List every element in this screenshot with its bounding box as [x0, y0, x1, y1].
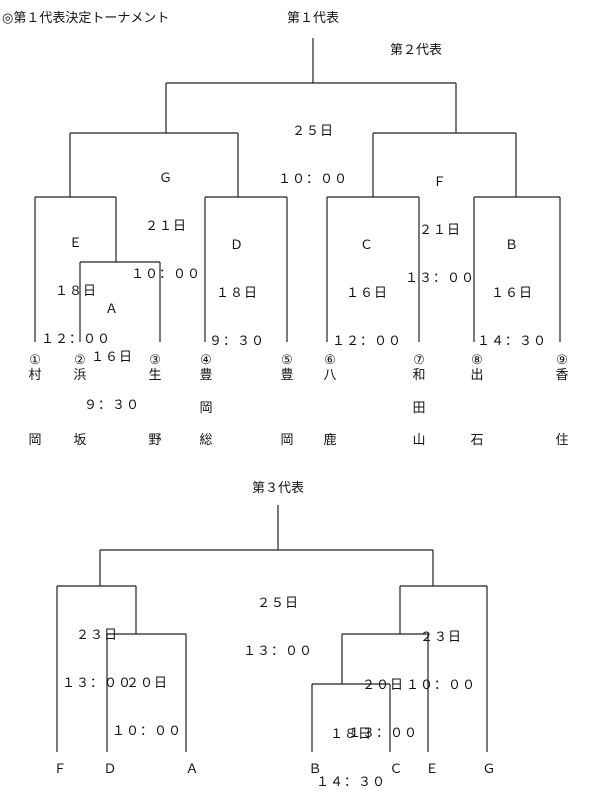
t1-match-b: Ｂ １６日 １４：３０ — [477, 206, 547, 366]
t3-entrant-g: Ｇ — [482, 762, 496, 777]
team-6-name-line3: 鹿 — [323, 433, 337, 448]
team-3-name-line1: 生 — [148, 368, 162, 383]
match-date: ２０日 — [125, 676, 169, 691]
match-date: １８日 — [54, 284, 98, 299]
t3-entrant-c: Ｃ — [389, 762, 403, 777]
team-4-name-line3: 総 — [199, 433, 213, 448]
team-9-name-line1: 香 — [555, 368, 569, 383]
t1-match-f: Ｆ ２１日 １３：００ — [405, 143, 475, 303]
t3-entrant-b: Ｂ — [308, 762, 322, 777]
match-time: １３：００ — [404, 271, 476, 286]
t1-match-d: Ｄ １８日 ９：３０ — [209, 206, 265, 366]
t3-left-quarter: ２０日 １０：００ — [112, 644, 182, 756]
first-representative-label: 第１代表 — [286, 11, 340, 26]
match-time: １２：００ — [40, 332, 112, 347]
bracket-lines — [34, 38, 561, 752]
match-label: Ｇ — [158, 171, 174, 186]
team-1-name-line3: 岡 — [28, 433, 42, 448]
match-time: １０：００ — [405, 678, 477, 693]
match-date: ２３日 — [419, 630, 463, 645]
team-8-name-line1: 出 — [470, 368, 484, 383]
team-5-name-line1: 豊 — [280, 368, 294, 383]
t3-entrant-f: Ｆ — [53, 762, 67, 777]
document-title: ◎第１代表決定トーナメント — [2, 11, 170, 26]
team-8-number: ⑧ — [471, 353, 483, 368]
t1-match-a: Ａ １６日 ９：３０ — [84, 270, 140, 430]
match-time: １０：００ — [111, 724, 183, 739]
team-7-name-line2: 田 — [412, 401, 426, 416]
match-time: １３：００ — [61, 676, 133, 691]
match-label: Ｅ — [68, 236, 84, 251]
match-date: １８日 — [329, 727, 373, 742]
match-date: １６日 — [90, 350, 134, 365]
team-9-name-line3: 住 — [555, 433, 569, 448]
t1-match-g: Ｇ ２１日 １０：００ — [131, 139, 201, 299]
team-7-name-line3: 山 — [412, 433, 426, 448]
team-4-number: ④ — [200, 353, 212, 368]
third-representative-label: 第３代表 — [251, 481, 305, 496]
match-date: ２１日 — [418, 223, 462, 238]
team-5-name-line3: 岡 — [280, 433, 294, 448]
match-time: １４：３０ — [476, 334, 548, 349]
team-6-name-line1: 八 — [323, 368, 337, 383]
team-8-name-line3: 石 — [470, 433, 484, 448]
match-date: １６日 — [490, 286, 534, 301]
t3-left-semi: ２３日 １３：００ — [62, 596, 132, 708]
team-4-name-line2: 岡 — [199, 401, 213, 416]
t3-entrant-e: Ｅ — [425, 762, 439, 777]
team-1-number: ① — [29, 353, 41, 368]
match-date: ２０日 — [361, 678, 405, 693]
match-date: ２５日 — [256, 596, 300, 611]
t3-right-semi: ２３日 １０：００ — [406, 598, 476, 710]
match-time: １３：００ — [242, 644, 314, 659]
t3-right-first-round: １８日 １４：３０ — [316, 695, 386, 807]
t1-match-c: Ｃ １６日 １２：００ — [332, 206, 402, 366]
t1-final-match: ２５日 １０：００ — [278, 92, 348, 204]
match-time: １３：００ — [347, 726, 419, 741]
t3-final-match: ２５日 １３：００ — [243, 564, 313, 676]
match-label: Ａ — [104, 302, 120, 317]
team-1-name-line1: 村 — [28, 368, 42, 383]
team-2-number: ② — [74, 353, 86, 368]
match-label: Ｃ — [359, 238, 375, 253]
match-date: ２３日 — [75, 628, 119, 643]
t3-entrant-d: Ｄ — [103, 762, 117, 777]
match-date: ２１日 — [144, 219, 188, 234]
match-time: １０：００ — [130, 267, 202, 282]
match-label: Ｂ — [504, 238, 520, 253]
match-time: １２：００ — [331, 334, 403, 349]
match-time: ９：３０ — [208, 334, 266, 349]
match-time: １４：３０ — [315, 775, 387, 790]
team-3-name-line3: 野 — [148, 433, 162, 448]
match-time: ９：３０ — [83, 398, 141, 413]
match-date: １８日 — [215, 286, 259, 301]
team-2-name-line1: 浜 — [73, 368, 87, 383]
t1-match-e: Ｅ １８日 １２：００ — [41, 204, 111, 364]
match-date: １６日 — [345, 286, 389, 301]
team-4-name-line1: 豊 — [199, 368, 213, 383]
second-representative-label: 第２代表 — [390, 43, 443, 58]
match-label: Ｆ — [432, 175, 448, 190]
t3-right-quarter: ２０日 １３：００ — [348, 646, 418, 758]
match-label: Ｄ — [229, 238, 245, 253]
t3-entrant-a: Ａ — [185, 762, 199, 777]
team-5-number: ⑤ — [281, 353, 293, 368]
match-time: １０：００ — [277, 172, 349, 187]
team-6-number: ⑥ — [324, 353, 336, 368]
team-2-name-line3: 坂 — [73, 433, 87, 448]
team-9-number: ⑨ — [556, 353, 568, 368]
match-date: ２５日 — [291, 124, 335, 139]
team-3-number: ③ — [149, 353, 161, 368]
team-7-number: ⑦ — [413, 353, 425, 368]
team-7-name-line1: 和 — [412, 368, 426, 383]
